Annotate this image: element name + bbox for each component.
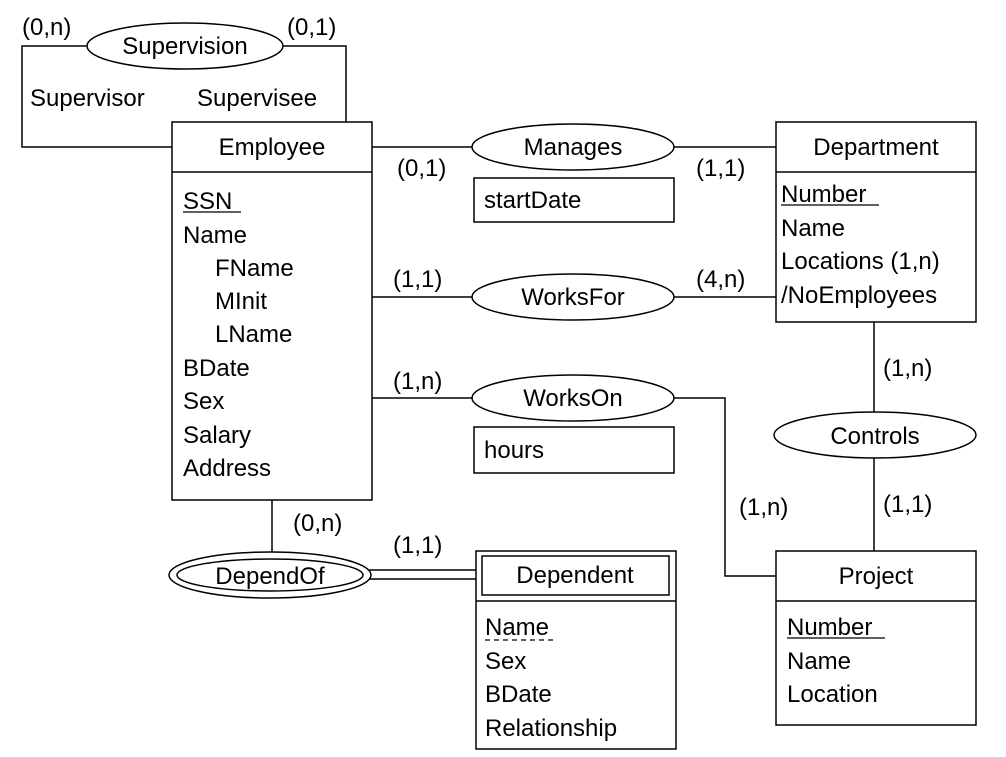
relationship-dependof[interactable]: DependOf [168, 551, 372, 599]
project-title: Project [839, 563, 914, 590]
controls-card-department: (1,n) [883, 355, 932, 382]
manages-attr-startdate: startDate [484, 187, 581, 214]
employee-attr-salary: Salary [183, 422, 251, 449]
supervision-role-supervisor: Supervisor [30, 85, 145, 112]
department-attr-locations: Locations (1,n) [781, 248, 940, 275]
dependent-title-inner-box [481, 555, 670, 596]
dependof-card-dependent: (1,1) [393, 532, 442, 559]
project-attr-number: Number [787, 614, 872, 641]
employee-attr-ssn: SSN [183, 188, 232, 215]
controls-label: Controls [830, 423, 919, 450]
dependof-card-employee: (0,n) [293, 510, 342, 537]
dependent-title: Dependent [516, 562, 634, 589]
employee-attr-minit: MInit [215, 288, 267, 315]
supervision-label: Supervision [122, 33, 247, 60]
entity-department[interactable]: Department Number Name Locations (1,n) /… [775, 121, 977, 323]
controls-card-project: (1,1) [883, 491, 932, 518]
worksfor-label: WorksFor [521, 284, 625, 311]
workson-attr-hours: hours [484, 437, 544, 464]
worksfor-card-department: (4,n) [696, 266, 745, 293]
employee-attr-lname: LName [215, 321, 292, 348]
manages-label: Manages [524, 134, 623, 161]
workson-card-project: (1,n) [739, 494, 788, 521]
employee-attr-bdate: BDate [183, 355, 250, 382]
dependent-attr-name: Name [485, 614, 549, 641]
workson-card-employee: (1,n) [393, 368, 442, 395]
relationship-manages[interactable]: Manages [471, 123, 675, 171]
dependent-attr-bdate: BDate [485, 681, 552, 708]
manages-attribute-box: startDate [473, 177, 675, 223]
worksfor-card-employee: (1,1) [393, 266, 442, 293]
employee-attr-sex: Sex [183, 388, 224, 415]
manages-card-employee: (0,1) [397, 155, 446, 182]
department-attr-name: Name [781, 215, 845, 242]
supervision-card-left: (0,n) [22, 14, 71, 41]
relationship-workson[interactable]: WorksOn [471, 374, 675, 422]
employee-title: Employee [219, 134, 326, 161]
supervision-supervisor-line [21, 45, 172, 148]
manages-card-department: (1,1) [696, 155, 745, 182]
relationship-worksfor[interactable]: WorksFor [471, 273, 675, 321]
workson-attribute-box: hours [473, 426, 675, 474]
dependent-attr-sex: Sex [485, 648, 526, 675]
entity-dependent[interactable]: Dependent Name Sex BDate Relationship [475, 550, 677, 750]
dependent-attr-relationship: Relationship [485, 715, 617, 742]
supervision-role-supervisee: Supervisee [197, 85, 317, 112]
department-title: Department [813, 134, 939, 161]
employee-attr-address: Address [183, 455, 271, 482]
employee-attr-fname: FName [215, 255, 294, 282]
relationship-supervision[interactable]: Supervision [86, 22, 284, 70]
department-attr-noemployees: /NoEmployees [781, 282, 937, 309]
entity-project[interactable]: Project Number Name Location [775, 550, 977, 726]
employee-attr-name: Name [183, 222, 247, 249]
connector-lines [21, 45, 875, 580]
project-attr-name: Name [787, 648, 851, 675]
supervision-card-right: (0,1) [287, 14, 336, 41]
relationship-controls[interactable]: Controls [773, 411, 977, 459]
dependof-label: DependOf [215, 563, 325, 590]
entity-employee[interactable]: Employee SSN Name FName MInit LName BDat… [171, 121, 373, 501]
project-attr-location: Location [787, 681, 878, 708]
department-attr-number: Number [781, 181, 866, 208]
workson-label: WorksOn [523, 385, 623, 412]
supervision-supervisee-line [283, 45, 347, 122]
workson-project-line [674, 397, 776, 577]
